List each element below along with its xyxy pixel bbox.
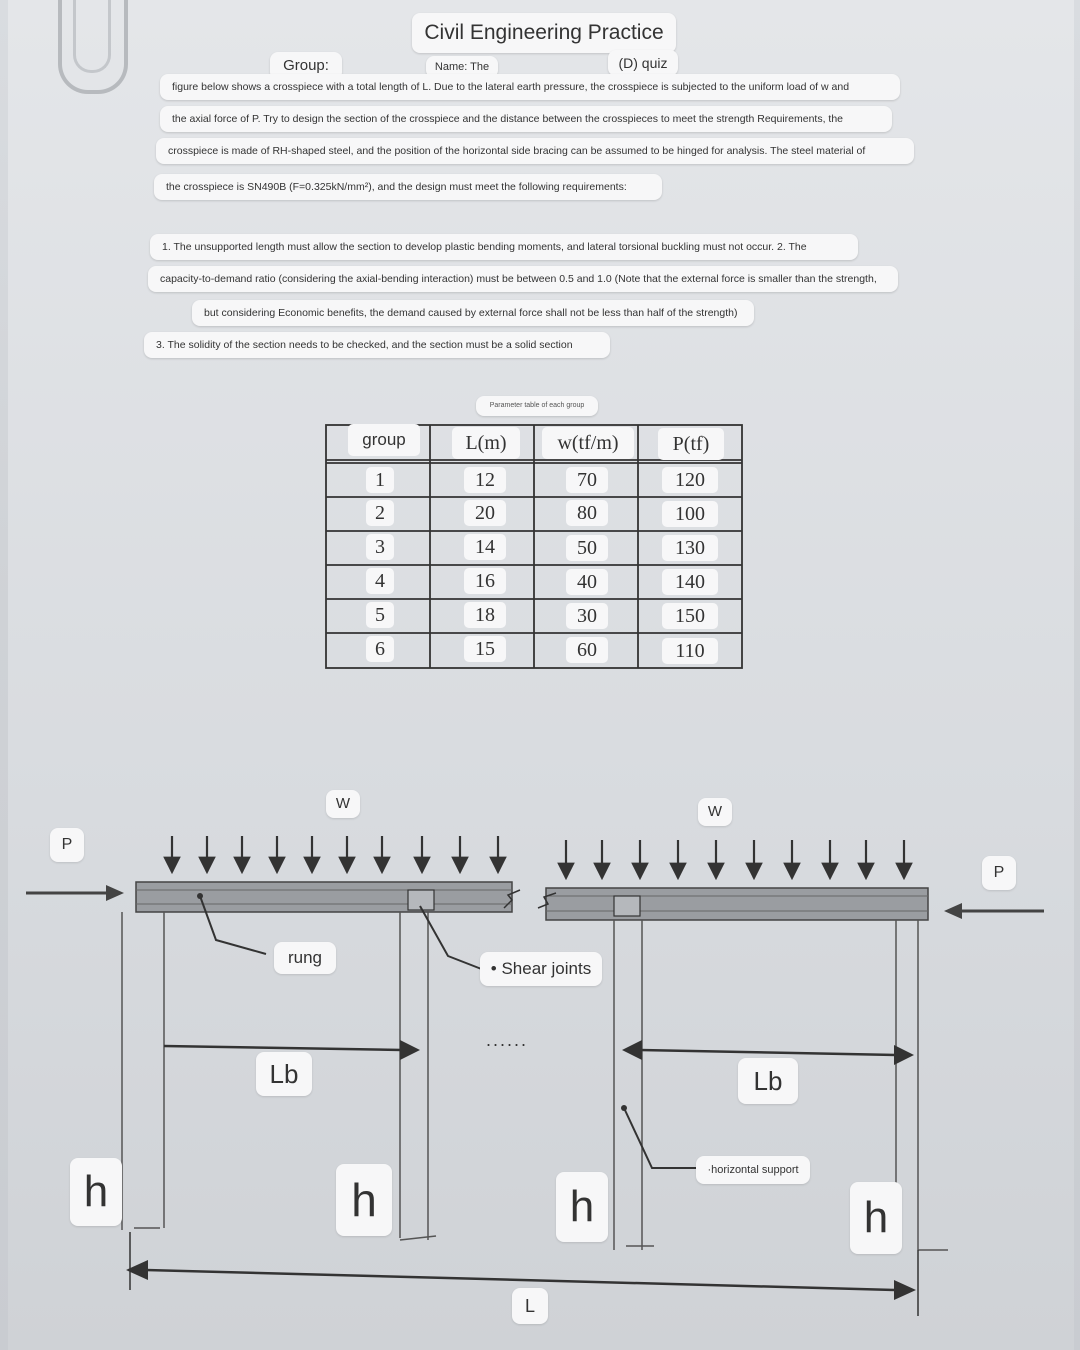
name-label: Name: The [426,56,498,78]
requirement-line-2: capacity-to-demand ratio (considering th… [148,266,898,292]
table-cell-length: 12 [464,467,506,493]
table-header-load: w(tf/m) [542,427,634,459]
table-cell-axial: 100 [662,501,718,527]
axial-force-label-right: P [982,856,1016,890]
distributed-load-left [163,836,507,875]
intro-line-1: figure below shows a crosspiece with a t… [160,74,900,100]
shear-joints-label: • Shear joints [480,952,602,986]
lb-right-dimension [622,1040,914,1065]
table-cell-group: 2 [366,500,394,526]
rung-leader-dot [197,893,203,899]
table-cell-axial: 110 [662,638,718,664]
table-header-axial: P(tf) [658,428,724,460]
requirement-line-1: 1. The unsupported length must allow the… [150,234,858,260]
table-cell-group: 1 [366,467,394,493]
table-cell-length: 20 [464,500,506,526]
table-cell-group: 6 [366,636,394,662]
intro-line-3: crosspiece is made of RH-shaped steel, a… [156,138,914,164]
table-cell-load: 30 [566,603,608,629]
height-label-2: h [336,1164,392,1236]
document-title: Civil Engineering Practice [412,13,676,53]
load-label-right: W [698,798,732,826]
table-cell-group: 5 [366,602,394,628]
height-label-1: h [70,1158,122,1226]
table-header-group: group [348,424,420,456]
table-cell-length: 15 [464,636,506,662]
axial-force-left-arrow [26,885,124,901]
horizontal-support-leader-line [623,1107,698,1169]
break-mark-right [537,892,557,909]
span-dimension-line [126,1232,919,1316]
table-cell-load: 60 [566,637,608,663]
table-cell-length: 18 [464,602,506,628]
quiz-label: (D) quiz [608,50,678,76]
distributed-load-right [557,840,913,881]
table-cell-length: 14 [464,534,506,560]
table-cell-axial: 130 [662,535,718,561]
horizontal-support-leader-dot [621,1105,627,1111]
table-cell-length: 16 [464,568,506,594]
break-mark-left [503,889,521,909]
shear-joint-leader-line [419,905,485,971]
table-header-length: L(m) [452,427,520,459]
intro-line-2: the axial force of P. Try to design the … [160,106,892,132]
table-cell-load: 40 [566,569,608,595]
axial-force-right-arrow [944,903,1044,919]
span-label: L [512,1288,548,1324]
lb-label-left: Lb [256,1052,312,1096]
table-cell-group: 4 [366,568,394,594]
continuation-ellipsis: ...... [486,1030,529,1050]
support-lines [121,912,919,1250]
beam-left [135,881,513,913]
table-cell-load: 80 [566,500,608,526]
shear-joint-plate-left [407,889,435,911]
lb-left-dimension [163,1040,420,1060]
height-label-4: h [850,1182,902,1254]
load-label-left: W [326,790,360,818]
base-ticks [134,1227,948,1251]
paper-clip-inner [73,0,111,73]
table-cell-axial: 120 [662,467,718,493]
requirement-line-3: but considering Economic benefits, the d… [192,300,754,326]
beam-right [545,887,929,921]
rung-label: rung [274,942,336,974]
height-label-3: h [556,1172,608,1242]
table-caption: Parameter table of each group [476,396,598,416]
requirement-line-4: 3. The solidity of the section needs to … [144,332,610,358]
lb-label-right: Lb [738,1058,798,1104]
table-cell-axial: 150 [662,603,718,629]
axial-force-label-left: P [50,828,84,862]
table-cell-group: 3 [366,534,394,560]
shear-joint-plate-right [613,895,641,917]
table-cell-load: 50 [566,535,608,561]
paper-clip [58,0,128,94]
rung-leader-line [199,895,267,955]
horizontal-support-label: ·horizontal support [696,1156,810,1184]
table-cell-load: 70 [566,467,608,493]
table-cell-axial: 140 [662,569,718,595]
intro-line-4: the crosspiece is SN490B (F=0.325kN/mm²)… [154,174,662,200]
